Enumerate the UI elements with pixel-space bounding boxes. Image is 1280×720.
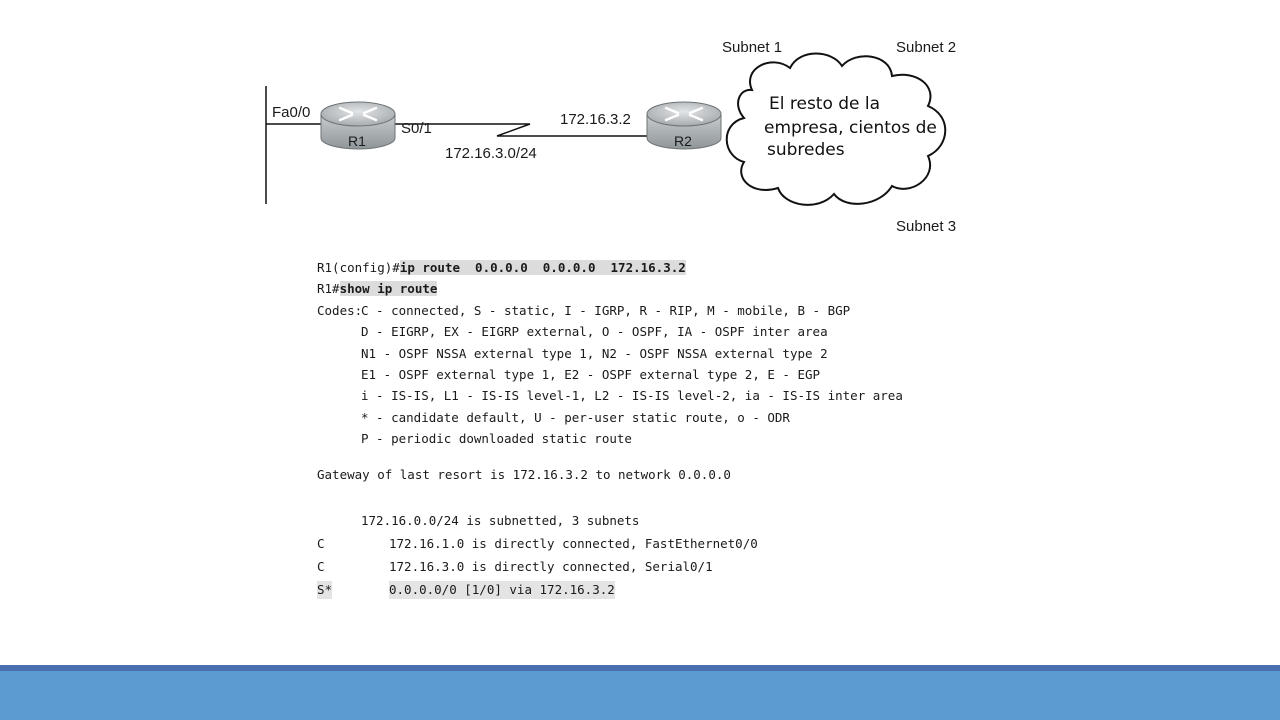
gateway-line: Gateway of last resort is 172.16.3.2 to … — [317, 467, 731, 482]
subnet2-label: Subnet 2 — [896, 39, 956, 56]
s01-label: S0/1 — [401, 120, 432, 137]
codes-line: N1 - OSPF NSSA external type 1, N2 - OSP… — [361, 346, 828, 361]
cli-command-ip-route: R1(config)#ip route 0.0.0.0 0.0.0.0 172.… — [317, 259, 686, 277]
route-code: C — [317, 559, 325, 574]
network-diagram: Fa0/0 R1 S0/1 172.16.3.0/24 172.16.3.2 R… — [265, 39, 956, 235]
codes-line: D - EIGRP, EX - EIGRP external, O - OSPF… — [361, 324, 828, 339]
cli-prompt: R1# — [317, 281, 340, 296]
cloud-text-line-1: El resto de la — [769, 94, 880, 114]
serial-link — [393, 123, 652, 137]
subnet1-label: Subnet 1 — [722, 39, 782, 56]
r2-label: R2 — [674, 133, 692, 149]
fa00-label: Fa0/0 — [272, 104, 310, 121]
codes-line: C - connected, S - static, I - IGRP, R -… — [361, 303, 851, 318]
route-code: C — [317, 536, 325, 551]
cloud-text-line-3: subredes — [767, 140, 845, 160]
enterprise-cloud-icon — [725, 52, 947, 206]
cli-command-text: ip route 0.0.0.0 0.0.0.0 172.16.3.2 — [399, 260, 686, 275]
router-r2-icon[interactable] — [646, 101, 722, 150]
route-code-default: S* — [317, 581, 333, 599]
subnet3-label: Subnet 3 — [896, 218, 956, 235]
cli-command-text: show ip route — [339, 281, 438, 296]
r1-label: R1 — [348, 133, 366, 149]
route-text: 172.16.3.0 is directly connected, Serial… — [389, 559, 713, 574]
router-r1-icon[interactable] — [320, 101, 396, 150]
footer-accent-bar — [0, 665, 1280, 671]
r2-ip-label: 172.16.3.2 — [560, 111, 631, 128]
subnetted-line: 172.16.0.0/24 is subnetted, 3 subnets — [361, 513, 640, 528]
codes-line: P - periodic downloaded static route — [361, 431, 632, 446]
codes-line: * - candidate default, U - per-user stat… — [361, 410, 790, 425]
route-text-default: 0.0.0.0/0 [1/0] via 172.16.3.2 — [389, 581, 615, 599]
cli-command-show-ip-route: R1#show ip route — [317, 280, 438, 298]
codes-line: E1 - OSPF external type 1, E2 - OSPF ext… — [361, 367, 821, 382]
codes-line: i - IS-IS, L1 - IS-IS level-1, L2 - IS-I… — [361, 388, 903, 403]
link-network-label: 172.16.3.0/24 — [445, 145, 537, 162]
cloud-text-line-2: empresa, cientos de — [764, 118, 937, 138]
footer-bar — [0, 671, 1280, 720]
cli-prompt: R1(config)# — [317, 260, 400, 275]
codes-label: Codes: — [317, 303, 370, 318]
route-text: 172.16.1.0 is directly connected, FastEt… — [389, 536, 758, 551]
